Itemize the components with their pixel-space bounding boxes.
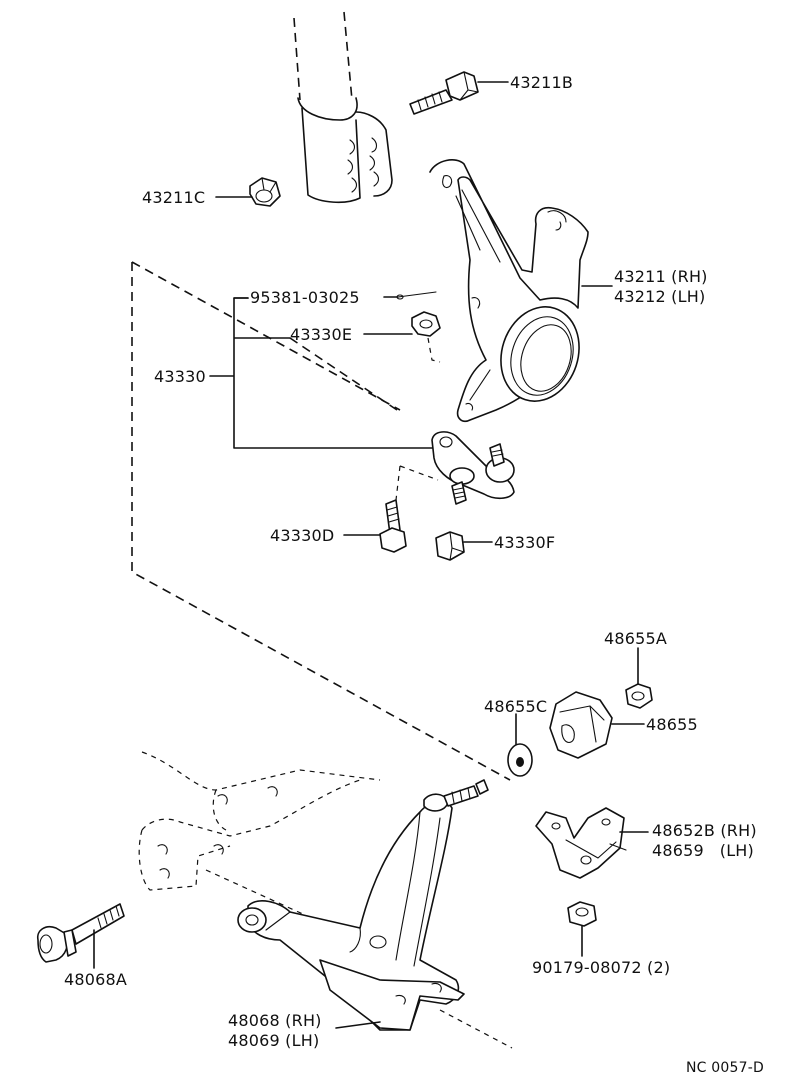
- label-48068a: 48068A: [64, 970, 127, 989]
- label-48655: 48655: [646, 715, 698, 734]
- label-43330d: 43330D: [270, 526, 334, 545]
- cotter-pin-95381-icon: [396, 291, 437, 300]
- bolt-43330d-icon: [379, 499, 407, 553]
- label-48655c: 48655C: [484, 697, 547, 716]
- nut-43330e-icon: [411, 311, 441, 337]
- lower-control-arm: [237, 779, 489, 1031]
- nut-43330f-icon: [435, 531, 465, 561]
- dash-43330e: [427, 337, 441, 363]
- ball-joint-43330-icon: [431, 431, 515, 505]
- label-48655a: 48655A: [604, 629, 667, 648]
- label-48069-lh: 48069 (LH): [228, 1031, 319, 1050]
- bracket-43330: [209, 297, 441, 449]
- subframe-outline: [138, 751, 513, 1049]
- bushing-48655-icon: [549, 691, 613, 759]
- bolt-48068a-icon: [36, 903, 125, 963]
- strut-assembly: [293, 11, 393, 204]
- label-48659-lh: 48659 (LH): [652, 841, 754, 860]
- label-43330e: 43330E: [290, 325, 352, 344]
- label-48652b-rh: 48652B (RH): [652, 821, 757, 840]
- leader-48068: [335, 1021, 381, 1029]
- label-90179: 90179-08072 (2): [532, 958, 670, 977]
- label-43330: 43330: [154, 367, 206, 386]
- washer-48655c-icon: [507, 743, 533, 777]
- label-95381: 95381-03025: [250, 288, 360, 307]
- label-43211b: 43211B: [510, 73, 573, 92]
- dash-box-top: [131, 261, 401, 411]
- bolt-43211b-icon: [409, 71, 479, 115]
- label-48068-rh: 48068 (RH): [228, 1011, 322, 1030]
- nut-90179-icon: [567, 901, 597, 927]
- drawing-code: NC 0057-D: [686, 1060, 764, 1076]
- bracket-48652b-icon: [535, 807, 627, 879]
- label-43211-rh: 43211 (RH): [614, 267, 708, 286]
- dash-ball-joint: [395, 465, 439, 501]
- label-43211c: 43211C: [142, 188, 205, 207]
- steering-knuckle: [429, 159, 589, 423]
- nut-43211c-icon: [249, 177, 281, 207]
- nut-48655a-icon: [625, 683, 653, 709]
- label-43212-lh: 43212 (LH): [614, 287, 705, 306]
- label-43330f: 43330F: [494, 533, 555, 552]
